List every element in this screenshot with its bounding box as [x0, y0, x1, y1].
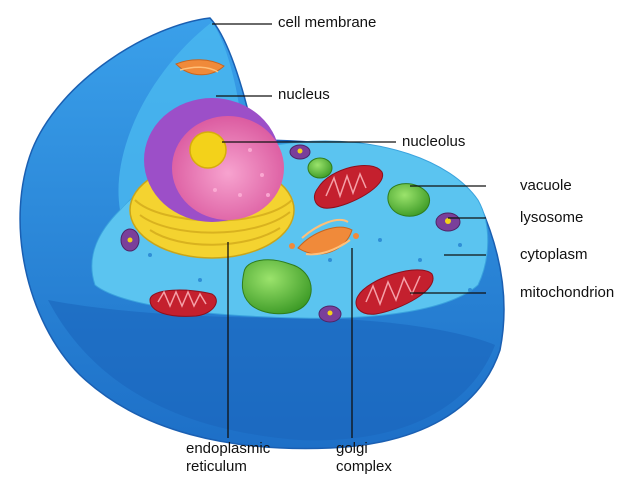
mitochondrion-2: [149, 289, 217, 317]
lysosome-left: [120, 228, 140, 252]
label-nucleolus: nucleolus: [402, 133, 466, 150]
label-cell-membrane: cell membrane: [278, 14, 377, 31]
mitochondrion-1: [314, 165, 383, 209]
lysosome-top: [289, 144, 311, 160]
leader-lines: [212, 23, 486, 438]
cell-lower-face: [48, 300, 495, 441]
mitochondrion-3: [355, 269, 434, 315]
vacuole-small: [307, 157, 333, 179]
label-endoplasmic-reticulum: endoplasmic reticulum: [186, 440, 271, 475]
label-nucleus: nucleus: [278, 86, 330, 103]
vacuole-large: [241, 259, 312, 315]
lysosome-right: [435, 212, 461, 232]
lysosome-bottom: [318, 305, 342, 323]
label-mitochondrion: mitochondrion: [520, 284, 615, 301]
label-golgi-complex: golgi complex: [336, 440, 392, 475]
label-vacuole: vacuole: [520, 177, 572, 194]
vacuole-right: [387, 183, 430, 217]
label-lysosome: lysosome: [520, 209, 584, 226]
golgi-complex: [289, 219, 359, 256]
label-cytoplasm: cytoplasm: [520, 246, 588, 263]
nucleolus: [189, 131, 227, 169]
golgi-top: [175, 59, 225, 76]
